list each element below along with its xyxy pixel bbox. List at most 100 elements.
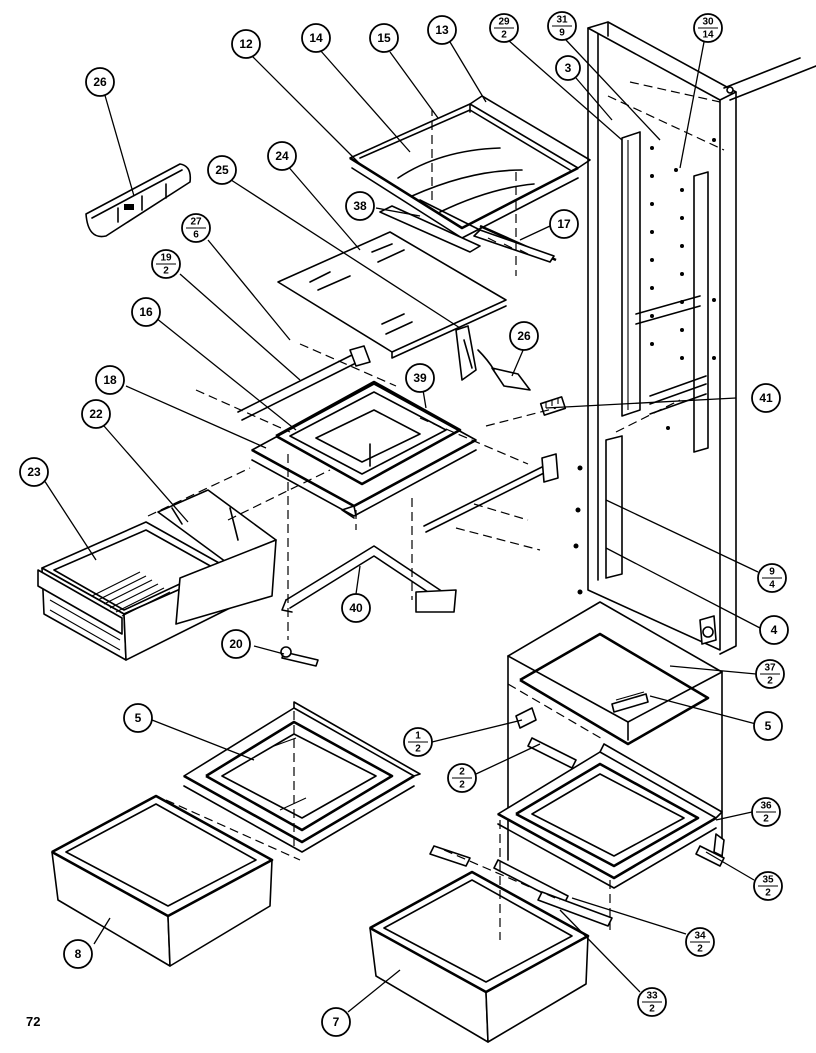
callout-24: 24 <box>267 141 297 171</box>
svg-text:2: 2 <box>459 767 465 778</box>
assembly-lines <box>147 81 725 940</box>
callout-19-2: 19 2 <box>151 249 181 279</box>
part-7-pan <box>369 870 590 1043</box>
svg-text:40: 40 <box>349 601 363 615</box>
callout-31-9: 31 9 <box>547 11 577 41</box>
svg-text:4: 4 <box>769 580 775 591</box>
callout-8: 8 <box>63 939 93 969</box>
svg-text:2: 2 <box>767 676 773 687</box>
svg-text:41: 41 <box>759 391 773 405</box>
svg-text:2: 2 <box>765 888 771 899</box>
svg-text:36: 36 <box>760 801 772 812</box>
callout-40: 40 <box>341 593 371 623</box>
svg-text:2: 2 <box>415 744 421 755</box>
callout-15: 15 <box>369 23 399 53</box>
svg-text:22: 22 <box>89 407 103 421</box>
callout-29-2: 29 2 <box>489 13 519 43</box>
svg-text:39: 39 <box>413 371 427 385</box>
callout-22: 22 <box>81 399 111 429</box>
svg-text:8: 8 <box>75 947 82 961</box>
callout-39: 39 <box>405 363 435 393</box>
svg-text:4: 4 <box>771 623 778 637</box>
callout-2-2: 2 2 <box>447 763 477 793</box>
callout-13: 13 <box>427 15 457 45</box>
part-6-shelf <box>183 701 421 853</box>
part-40-bracket <box>281 545 457 613</box>
callout-14: 14 <box>301 23 331 53</box>
part-36-shelf <box>497 743 725 889</box>
part-22-crisper-pan-rear <box>157 489 277 625</box>
callout-26-lower: 26 <box>509 321 539 351</box>
svg-text:1: 1 <box>415 731 421 742</box>
small-rails <box>429 707 725 927</box>
callout-7: 7 <box>321 1007 351 1037</box>
svg-text:17: 17 <box>557 217 571 231</box>
callout-4: 4 <box>759 615 789 645</box>
callout-1-2: 1 2 <box>403 727 433 757</box>
part-39-crisper-frame <box>251 380 477 519</box>
callout-25: 25 <box>207 155 237 185</box>
callout-38: 38 <box>345 191 375 221</box>
svg-text:25: 25 <box>215 163 229 177</box>
svg-text:3: 3 <box>565 61 572 75</box>
svg-text:14: 14 <box>309 31 323 45</box>
svg-text:18: 18 <box>103 373 117 387</box>
svg-text:15: 15 <box>377 31 391 45</box>
callout-34-2: 34 2 <box>685 927 715 957</box>
callout-label: 26 <box>93 75 107 89</box>
callout-12: 12 <box>231 29 261 59</box>
callout-16: 16 <box>131 297 161 327</box>
page-number: 72 <box>26 1014 40 1029</box>
callout-26-top: 26 <box>85 67 115 97</box>
callout-20: 20 <box>221 629 251 659</box>
callout-30-14: 30 14 <box>693 13 723 43</box>
callout-9-4: 9 4 <box>757 563 787 593</box>
part-28-deli-cover <box>85 163 192 238</box>
svg-text:27: 27 <box>190 217 202 228</box>
callout-17: 17 <box>549 209 579 239</box>
callout-18: 18 <box>95 365 125 395</box>
svg-text:13: 13 <box>435 23 449 37</box>
part-15-top-shelf <box>349 95 591 239</box>
svg-text:2: 2 <box>501 30 507 41</box>
callout-36-2: 36 2 <box>751 797 781 827</box>
part-37-shelf-box <box>507 601 723 861</box>
svg-text:5: 5 <box>765 719 772 733</box>
callout-3: 3 <box>555 55 581 81</box>
svg-text:12: 12 <box>239 37 253 51</box>
svg-text:20: 20 <box>229 637 243 651</box>
svg-text:16: 16 <box>139 305 153 319</box>
svg-text:7: 7 <box>333 1015 340 1029</box>
svg-text:34: 34 <box>694 931 706 942</box>
svg-text:23: 23 <box>27 465 41 479</box>
svg-text:9: 9 <box>559 28 565 39</box>
callout-37-2: 37 2 <box>755 659 785 689</box>
svg-text:6: 6 <box>193 230 199 241</box>
callout-27-6: 27 6 <box>181 213 211 243</box>
svg-text:9: 9 <box>769 567 775 578</box>
part-20-screw <box>280 646 319 667</box>
part-38-shelf-rail <box>379 199 557 263</box>
part-8-pan <box>51 794 274 967</box>
part-24-glass-shelf <box>277 231 507 359</box>
callout-5-right: 5 <box>753 711 783 741</box>
svg-text:30: 30 <box>702 17 714 28</box>
svg-text:2: 2 <box>163 266 169 277</box>
svg-text:14: 14 <box>702 30 714 41</box>
svg-text:24: 24 <box>275 149 289 163</box>
svg-text:38: 38 <box>353 199 367 213</box>
svg-text:31: 31 <box>556 15 568 26</box>
part-26-light-assembly <box>477 349 567 416</box>
shelf-rails <box>237 345 559 533</box>
leader-lines <box>43 39 761 1013</box>
svg-text:2: 2 <box>649 1004 655 1015</box>
callout-41: 41 <box>751 383 781 413</box>
svg-text:2: 2 <box>697 944 703 955</box>
callout-33-2: 33 2 <box>637 987 667 1017</box>
svg-text:5: 5 <box>135 711 142 725</box>
svg-text:33: 33 <box>646 991 658 1002</box>
callout-23: 23 <box>19 457 49 487</box>
svg-text:2: 2 <box>763 814 769 825</box>
part-25-bracket <box>455 325 477 381</box>
